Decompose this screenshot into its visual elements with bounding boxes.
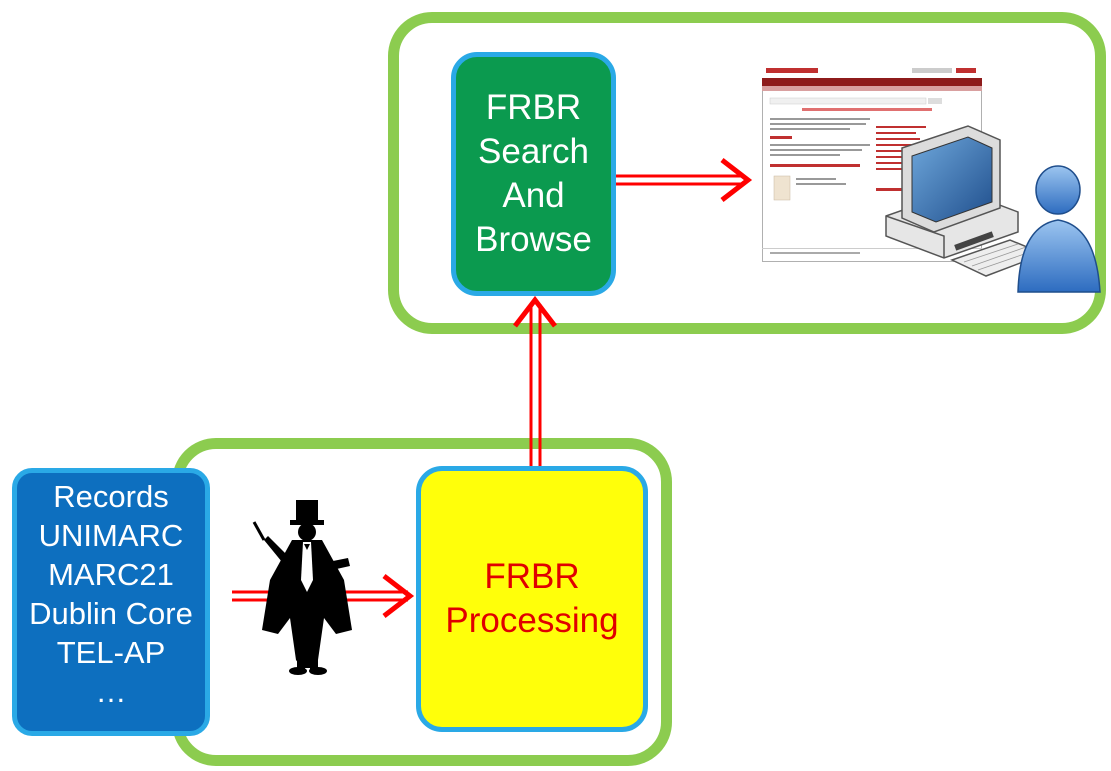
- computer-workstation-icon: [885, 125, 1101, 293]
- processing-box-line-2: Processing: [445, 601, 619, 640]
- search-box-line-2: Search: [478, 132, 589, 171]
- records-box-line-3: MARC21: [48, 557, 174, 592]
- processing-box-line-1: FRBR: [484, 557, 580, 596]
- user-icon: [1017, 165, 1101, 293]
- search-box-line-1: FRBR: [485, 88, 582, 127]
- frbr-processing-box: FRBR Processing: [416, 466, 648, 732]
- records-formats-box: Records UNIMARC MARC21 Dublin Core TEL-A…: [12, 468, 210, 736]
- records-box-line-2: UNIMARC: [38, 518, 184, 553]
- magician-silhouette-icon: [252, 500, 352, 675]
- records-box-line-6: …: [95, 674, 127, 709]
- records-box-line-4: Dublin Core: [29, 596, 193, 631]
- records-box-line-5: TEL-AP: [56, 635, 166, 670]
- frbr-search-browse-box: FRBR Search And Browse: [451, 52, 616, 296]
- search-box-line-3: And: [502, 176, 565, 215]
- search-box-line-4: Browse: [475, 220, 592, 259]
- records-box-line-1: Records: [53, 479, 169, 514]
